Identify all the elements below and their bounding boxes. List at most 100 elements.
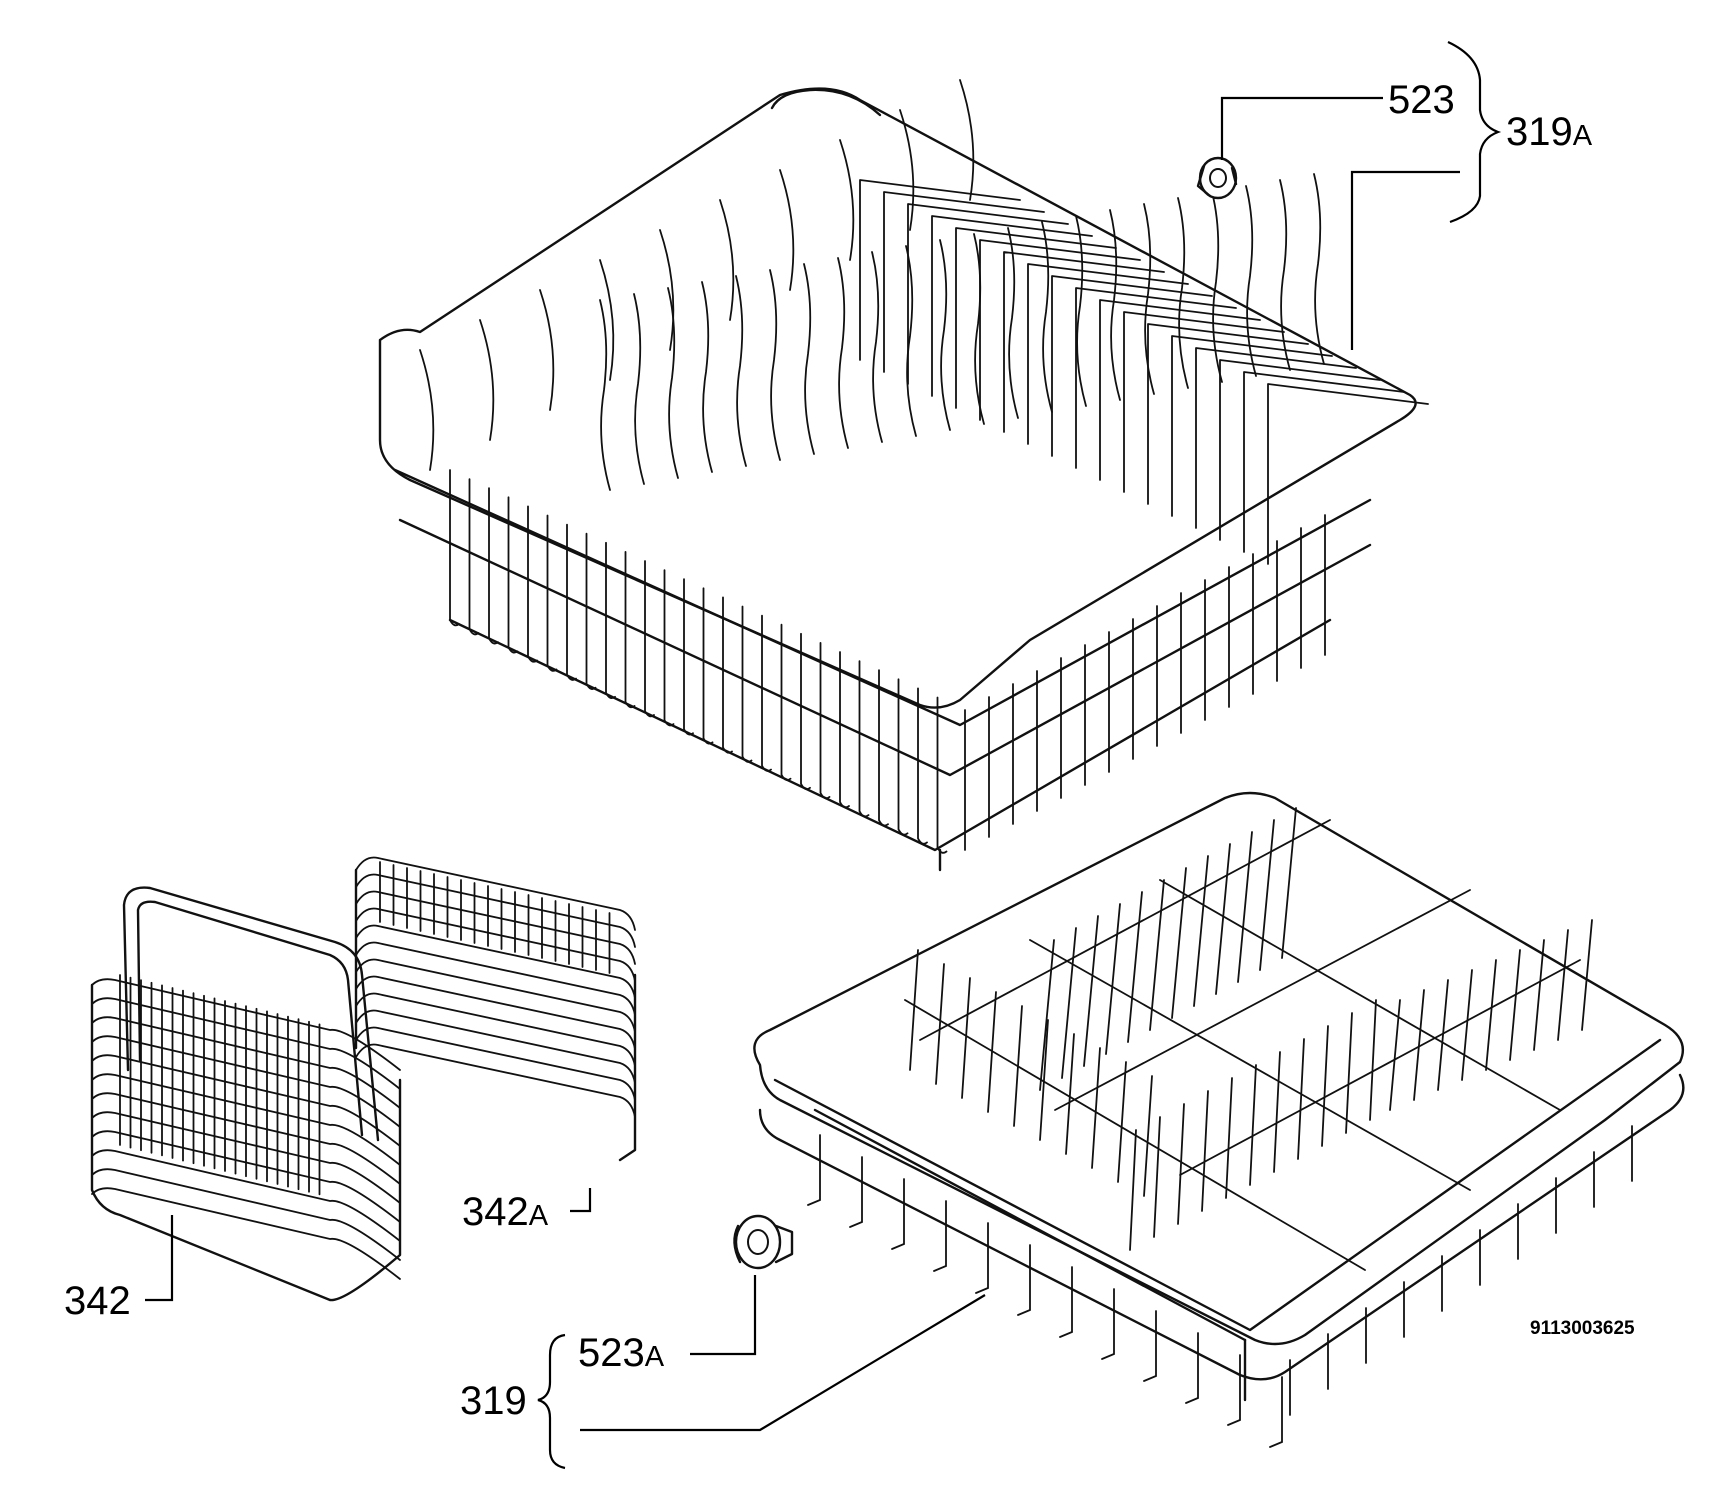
upper-basket-wire (527, 505, 538, 663)
upper-basket-wire (624, 551, 636, 709)
lower-basket-tine (1249, 1064, 1257, 1186)
lower-basket-tine (1215, 843, 1231, 995)
upper-basket-wire (741, 605, 753, 763)
upper-basket-wire (449, 469, 460, 627)
upper-basket-wire (663, 569, 675, 727)
lower-basket-foot (933, 1200, 947, 1272)
upper-basket-tine (599, 259, 615, 381)
lower-wheel-drawing[interactable] (733, 1214, 794, 1270)
cutlery-basket-layer (91, 1130, 401, 1223)
upper-basket-wire (722, 596, 733, 754)
upper-basket-wire (702, 587, 714, 745)
cutlery-basket-large-drawing[interactable] (90, 886, 402, 1302)
cutlery-basket-layer (355, 873, 636, 948)
cutlery-basket-layer (355, 856, 636, 931)
cutlery-basket-layer (91, 1035, 401, 1128)
upper-basket-wire (605, 541, 616, 700)
lower-basket-drawing[interactable] (753, 791, 1685, 1448)
lower-basket-tine (1461, 969, 1473, 1081)
upper-basket-tine (899, 109, 915, 231)
upper-basket-tine (701, 281, 713, 473)
lower-basket-tine (1389, 999, 1401, 1111)
lower-basket-foot (1017, 1244, 1031, 1316)
lower-basket-tine (961, 977, 971, 1099)
upper-basket-tine (1099, 299, 1261, 481)
cutlery-basket-layer (355, 924, 636, 999)
lower-basket-tine (1177, 1103, 1185, 1225)
cutlery-basket-layer (91, 1054, 401, 1147)
lower-basket-tine (935, 963, 945, 1085)
upper-basket-tine (1109, 209, 1121, 401)
lower-basket-tine (1533, 939, 1545, 1051)
lower-basket-tine (1581, 919, 1593, 1031)
lower-basket-tine (1083, 915, 1099, 1067)
cutlery-basket-layer (355, 975, 636, 1050)
upper-basket-tine (839, 139, 855, 261)
upper-basket-wire (858, 660, 870, 818)
upper-basket-tine (1267, 383, 1429, 565)
lower-basket-tine (1225, 1077, 1233, 1199)
cutlery-basket-small-drawing[interactable] (354, 856, 637, 1162)
lower-basket-tine (1509, 949, 1521, 1061)
lower-basket-tine (1485, 959, 1497, 1071)
cutlery-basket-layer (91, 1187, 401, 1280)
upper-basket-wire (878, 669, 889, 827)
upper-basket-wire (936, 696, 948, 854)
upper-basket-tine (955, 227, 1117, 409)
upper-basket-tine (959, 79, 975, 201)
label-lower-basket: 319 (460, 1379, 527, 1423)
cutlery-basket-layer (355, 941, 636, 1016)
lower-basket-tine (1039, 939, 1055, 1091)
upper-basket-wire (507, 496, 519, 654)
upper-basket-tine (1051, 275, 1213, 457)
lower-basket-tine (1413, 989, 1425, 1101)
cutlery-basket-layer (355, 992, 636, 1067)
lower-basket-tine (1201, 1090, 1209, 1212)
upper-basket-tine (779, 169, 795, 291)
lower-basket-tine (909, 949, 919, 1071)
upper-basket-wire (839, 651, 850, 809)
lower-basket-tine (987, 991, 997, 1113)
upper-basket-wire (819, 642, 831, 800)
lower-basket-tine (1259, 819, 1275, 971)
lower-basket-tine (1117, 1061, 1127, 1183)
upper-basket-tine (1041, 221, 1053, 413)
lower-basket-tine (1281, 807, 1297, 959)
upper-basket-tine (419, 349, 435, 471)
upper-basket-tine (1313, 173, 1325, 365)
lower-basket-tine (1321, 1025, 1329, 1147)
upper-basket-wire (780, 623, 792, 781)
lower-basket-foot (1185, 1332, 1199, 1404)
upper-basket-tine (633, 293, 645, 485)
lower-basket-foot (807, 1134, 821, 1206)
lower-basket-tine (1091, 1047, 1101, 1169)
upper-basket-tine (803, 263, 815, 455)
upper-wheel-drawing[interactable] (1196, 156, 1238, 200)
lower-basket-tine (1557, 929, 1569, 1041)
upper-basket-tine (1171, 335, 1333, 517)
lower-basket-tine (1065, 1033, 1075, 1155)
lower-basket-foot (1227, 1354, 1241, 1426)
lower-basket-tine (1105, 903, 1121, 1055)
lower-basket-foot (1101, 1288, 1115, 1360)
upper-basket-wire (800, 632, 811, 791)
upper-basket-tine (837, 257, 849, 449)
upper-basket-wire (897, 678, 909, 836)
cutlery-basket-layer (91, 1092, 401, 1185)
upper-basket-tine (1143, 203, 1155, 395)
upper-basket-drawing[interactable] (378, 79, 1429, 872)
cutlery-basket-layer (91, 1111, 401, 1204)
upper-basket-tine (1003, 251, 1165, 433)
lower-basket-tine (1345, 1012, 1353, 1134)
lower-basket-foot (975, 1222, 989, 1294)
upper-basket-tine (1123, 311, 1285, 493)
lower-basket-foot (891, 1178, 905, 1250)
upper-basket-tine (599, 299, 611, 491)
upper-basket-tine (859, 179, 1021, 361)
upper-basket-tine (1075, 287, 1237, 469)
lower-basket-tine (1237, 831, 1253, 983)
lower-basket-foot (1269, 1376, 1283, 1448)
cutlery-basket-outline (90, 983, 402, 1302)
upper-basket-tine (539, 289, 555, 411)
